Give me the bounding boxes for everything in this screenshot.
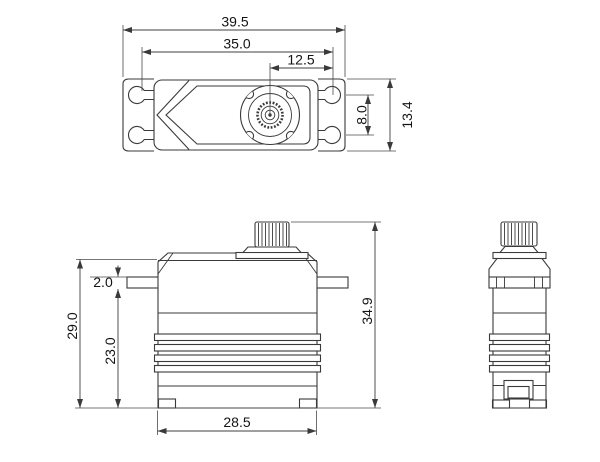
cooling-fin [153, 343, 322, 352]
dim-lug-plate-height: 13.4 [399, 101, 415, 128]
side-pedestal-base [492, 251, 547, 260]
cooling-fin [153, 333, 322, 342]
side-spline-knurl-lines [504, 223, 533, 245]
cooling-fin [153, 364, 322, 373]
side-view [488, 221, 551, 409]
side-output-spline-shaft [500, 221, 538, 247]
dim-height-below-flange: 23.0 [102, 337, 118, 364]
dim-slot-vertical-spacing: 8.0 [354, 105, 370, 125]
front-output-spline-shaft [254, 221, 290, 248]
dim-flange-thickness: 2.0 [93, 274, 113, 290]
front-spline-knurl-lines [258, 223, 287, 246]
dim-case-height: 29.0 [64, 312, 80, 339]
mounting-slot [128, 85, 155, 105]
dim-output-shaft-offset: 12.5 [287, 52, 314, 68]
front-view: 29.0 23.0 2.0 34.9 28.5 [64, 221, 381, 435]
cooling-fin [488, 333, 551, 342]
front-pedestal-base [235, 251, 309, 260]
front-cap-parting-line-left [157, 252, 174, 275]
dim-body-width: 28.5 [223, 414, 250, 430]
front-flange-right [316, 276, 349, 289]
mounting-slot [128, 125, 155, 145]
mounting-slot [317, 125, 341, 145]
top-view-dimensions: 39.5 35.0 12.5 8.0 13.4 [122, 14, 415, 152]
side-foot-left [491, 399, 511, 409]
side-flange-dividers [496, 277, 543, 288]
front-foot-right [298, 398, 318, 409]
mounting-slot [317, 85, 341, 105]
front-view-dimensions: 29.0 23.0 2.0 34.9 28.5 [64, 221, 381, 435]
side-top-cap [488, 257, 551, 277]
side-foot-right [528, 399, 548, 409]
cooling-fin [488, 343, 551, 352]
front-foot-left [157, 398, 177, 409]
case-inner-contour [165, 85, 311, 145]
side-flange-band [488, 276, 551, 289]
connector-socket-inner [507, 385, 530, 399]
cooling-fin [488, 364, 551, 373]
top-view: 39.5 35.0 12.5 8.0 13.4 [122, 14, 415, 152]
front-flange-left [126, 276, 159, 289]
dim-overall-width: 39.5 [221, 14, 248, 30]
dim-overall-height: 34.9 [359, 297, 375, 324]
dim-mounting-slot-spacing: 35.0 [223, 36, 250, 52]
case-chevron-outer [156, 80, 190, 150]
cooling-fin [153, 354, 322, 363]
cooling-fin [488, 354, 551, 363]
front-pedestal-upper [241, 246, 303, 254]
side-pedestal-upper [498, 245, 540, 254]
